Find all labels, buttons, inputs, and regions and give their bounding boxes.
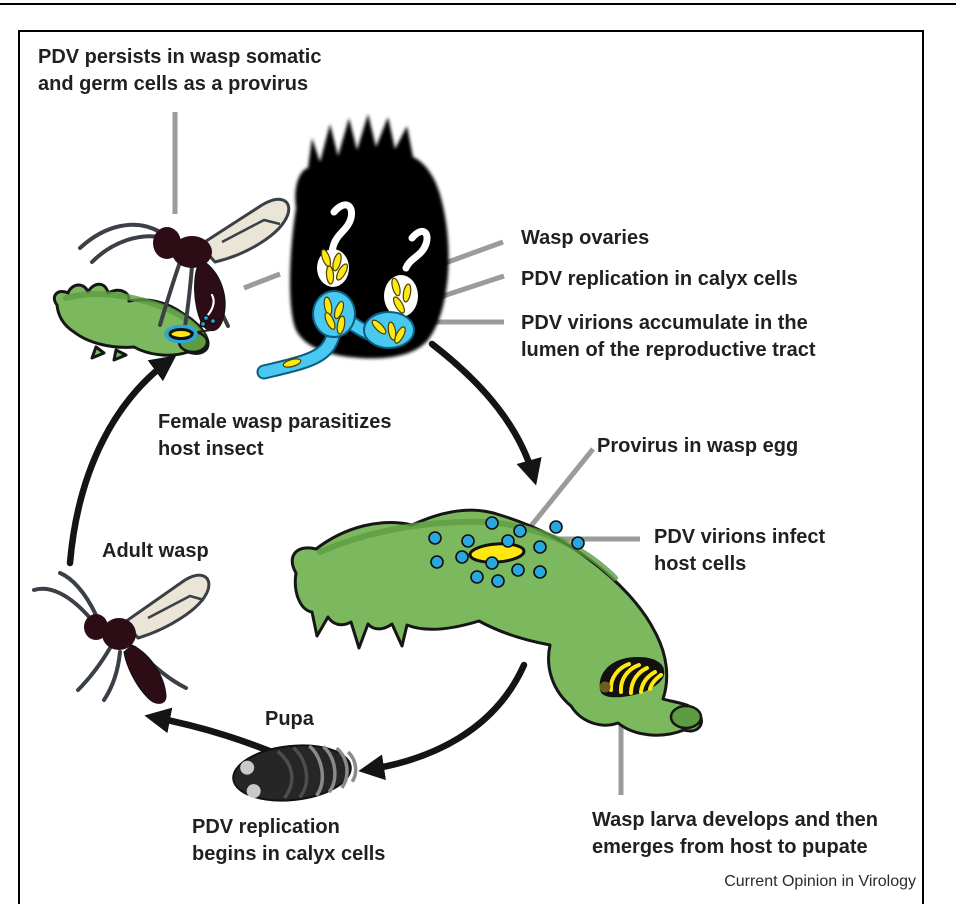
label-line: PDV persists in wasp somatic [38, 46, 322, 68]
arrow-host-to-pupa [358, 661, 528, 781]
label-line: host insect [158, 438, 264, 460]
pdv-virion-dots [428, 516, 585, 588]
journal-caption: Current Opinion in Virology [724, 873, 916, 890]
label-wasp-ovaries: Wasp ovaries [521, 227, 650, 249]
ovary-tube-right [402, 228, 431, 272]
egg-ring [164, 324, 198, 344]
wasp-egg-in-host [168, 328, 194, 340]
ovary-blowup-illustration [256, 114, 449, 380]
label-female-parasitizes: Female wasp parasitizes host insect [158, 409, 391, 463]
wasp-larva-illustration [599, 657, 665, 698]
label-pdv-virions-accumulate: PDV virions accumulate in the lumen of t… [521, 310, 816, 364]
arrow-wasp-to-host [428, 340, 542, 486]
label-line: lumen of the reproductive tract [521, 339, 816, 361]
host-caterpillar-large-illustration [290, 508, 703, 737]
label-line: PDV virions infect [654, 526, 826, 548]
label-line: PDV replication [192, 816, 340, 838]
label-adult-wasp: Adult wasp [102, 540, 209, 562]
callout-line-ovaries-inner [243, 271, 281, 291]
top-rule [0, 3, 956, 5]
label-pdv-persists: PDV persists in wasp somatic and germ ce… [38, 44, 321, 98]
callout-line-wasp-egg [525, 447, 595, 533]
label-wasp-larva: Wasp larva develops and then emerges fro… [592, 807, 878, 861]
label-pdv-replication-begins: PDV replication begins in calyx cells [192, 814, 385, 868]
cycle-arrows [66, 340, 542, 781]
label-line: PDV virions accumulate in the [521, 312, 808, 334]
pupa-eye-spot [246, 784, 261, 799]
female-wasp-illustration [78, 197, 291, 344]
label-line: and germ cells as a provirus [38, 73, 309, 95]
arrow-adult-to-parasitize [66, 355, 177, 567]
label-line: Wasp larva develops and then [592, 809, 879, 831]
label-provirus-egg: Provirus in wasp egg [597, 435, 799, 457]
label-line: host cells [654, 553, 747, 575]
calyx-eggs [282, 248, 412, 368]
label-pdv-virions-infect: PDV virions infect host cells [654, 524, 825, 578]
pupa-eye-spot [240, 760, 255, 775]
label-line: begins in calyx cells [192, 843, 386, 865]
pupa-illustration [232, 744, 358, 802]
label-line: emerges from host to pupate [592, 836, 868, 858]
adult-wasp-illustration [32, 571, 211, 704]
label-pdv-replication-calyx: PDV replication in calyx cells [521, 268, 798, 290]
label-pupa: Pupa [265, 708, 314, 730]
figure-frame [18, 30, 924, 904]
label-line: Female wasp parasitizes [158, 411, 392, 433]
